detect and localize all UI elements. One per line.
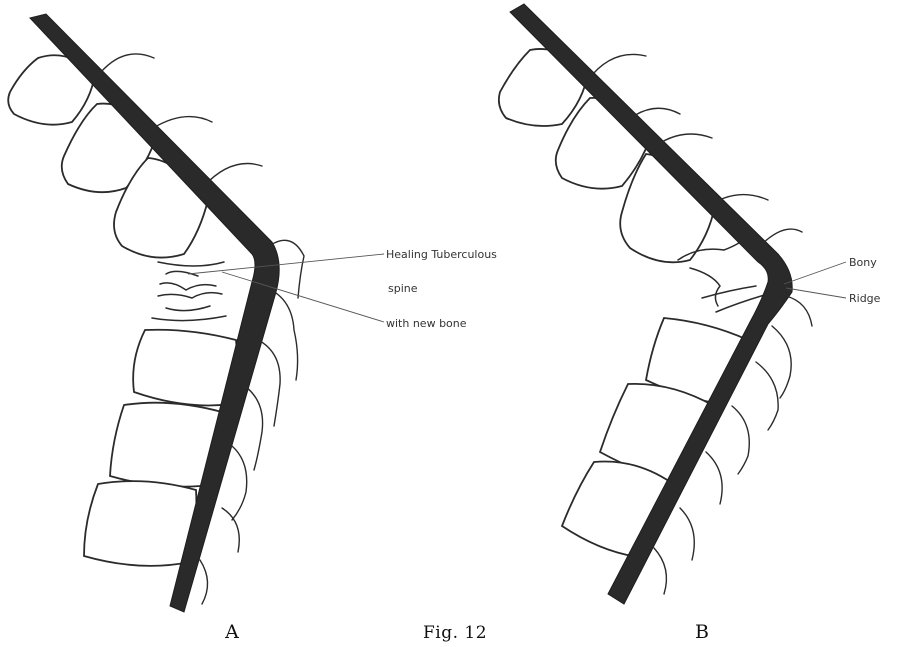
label-a-line-1: Healing Tuberculous [386,248,497,261]
annotation-leaders-b [784,262,846,298]
panel-a-letter: A [224,621,239,643]
vertebra-a-6 [84,481,196,566]
figure-caption: Fig. 12 [423,623,487,643]
label-b-line-1: Bony [849,256,877,269]
panel-b-letter: B [695,621,709,643]
vertebra-a-4 [133,330,237,406]
label-a-line-2: spine [388,282,418,295]
panel-a-diagram [8,14,384,612]
panel-b-diagram [499,4,846,604]
collapsed-vertebra-a [152,262,226,321]
label-b-line-2: Ridge [849,292,881,305]
label-a-line-3: with new bone [386,317,467,330]
